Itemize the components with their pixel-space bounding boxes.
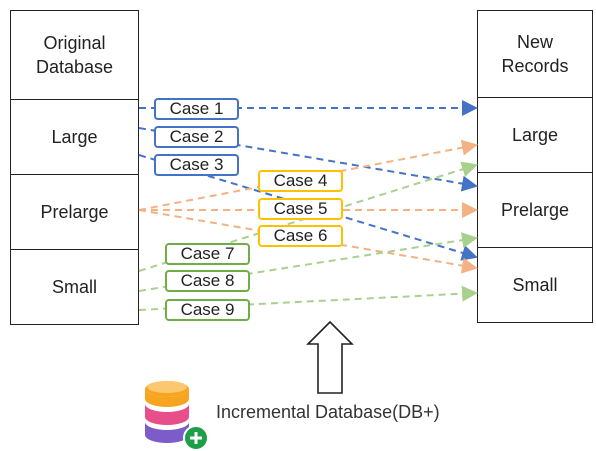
case-8-box: Case 8 bbox=[165, 270, 250, 292]
original-row-large: Large bbox=[11, 100, 138, 175]
new-row-small: Small bbox=[512, 274, 558, 295]
case-2-box: Case 2 bbox=[154, 126, 239, 148]
case9-arrow bbox=[138, 285, 478, 311]
case-5-box: Case 5 bbox=[258, 198, 343, 220]
case2-arrow bbox=[138, 127, 478, 192]
case3-arrow bbox=[138, 154, 478, 261]
case8-arrow bbox=[138, 232, 478, 292]
new-records-header: New Records bbox=[478, 11, 592, 98]
case-7-box: Case 7 bbox=[165, 243, 250, 265]
new-records-header-label: New Records bbox=[501, 32, 569, 76]
case-9-box: Case 9 bbox=[165, 299, 250, 321]
new-records-column: New Records Large Prelarge Small bbox=[477, 10, 593, 323]
new-row-prelarge: Prelarge bbox=[478, 173, 592, 248]
original-row-prelarge: Prelarge bbox=[11, 175, 138, 250]
case-4-box: Case 4 bbox=[258, 170, 343, 192]
incremental-database-label: Incremental Database(DB+) bbox=[216, 402, 440, 422]
database-plus-icon bbox=[145, 381, 209, 451]
case-1-box: Case 1 bbox=[154, 98, 239, 120]
up-arrow-icon bbox=[306, 320, 354, 394]
new-row-large: Large bbox=[478, 98, 592, 173]
case-3-box: Case 3 bbox=[154, 154, 239, 176]
case7-arrow bbox=[138, 161, 478, 272]
original-database-header: Original Database bbox=[11, 11, 138, 100]
original-database-header-label: Original Database bbox=[35, 33, 114, 77]
original-database-column: Original Database Large Prelarge Small bbox=[10, 10, 139, 325]
original-row-small: Small bbox=[51, 276, 97, 297]
case-6-box: Case 6 bbox=[258, 225, 343, 247]
